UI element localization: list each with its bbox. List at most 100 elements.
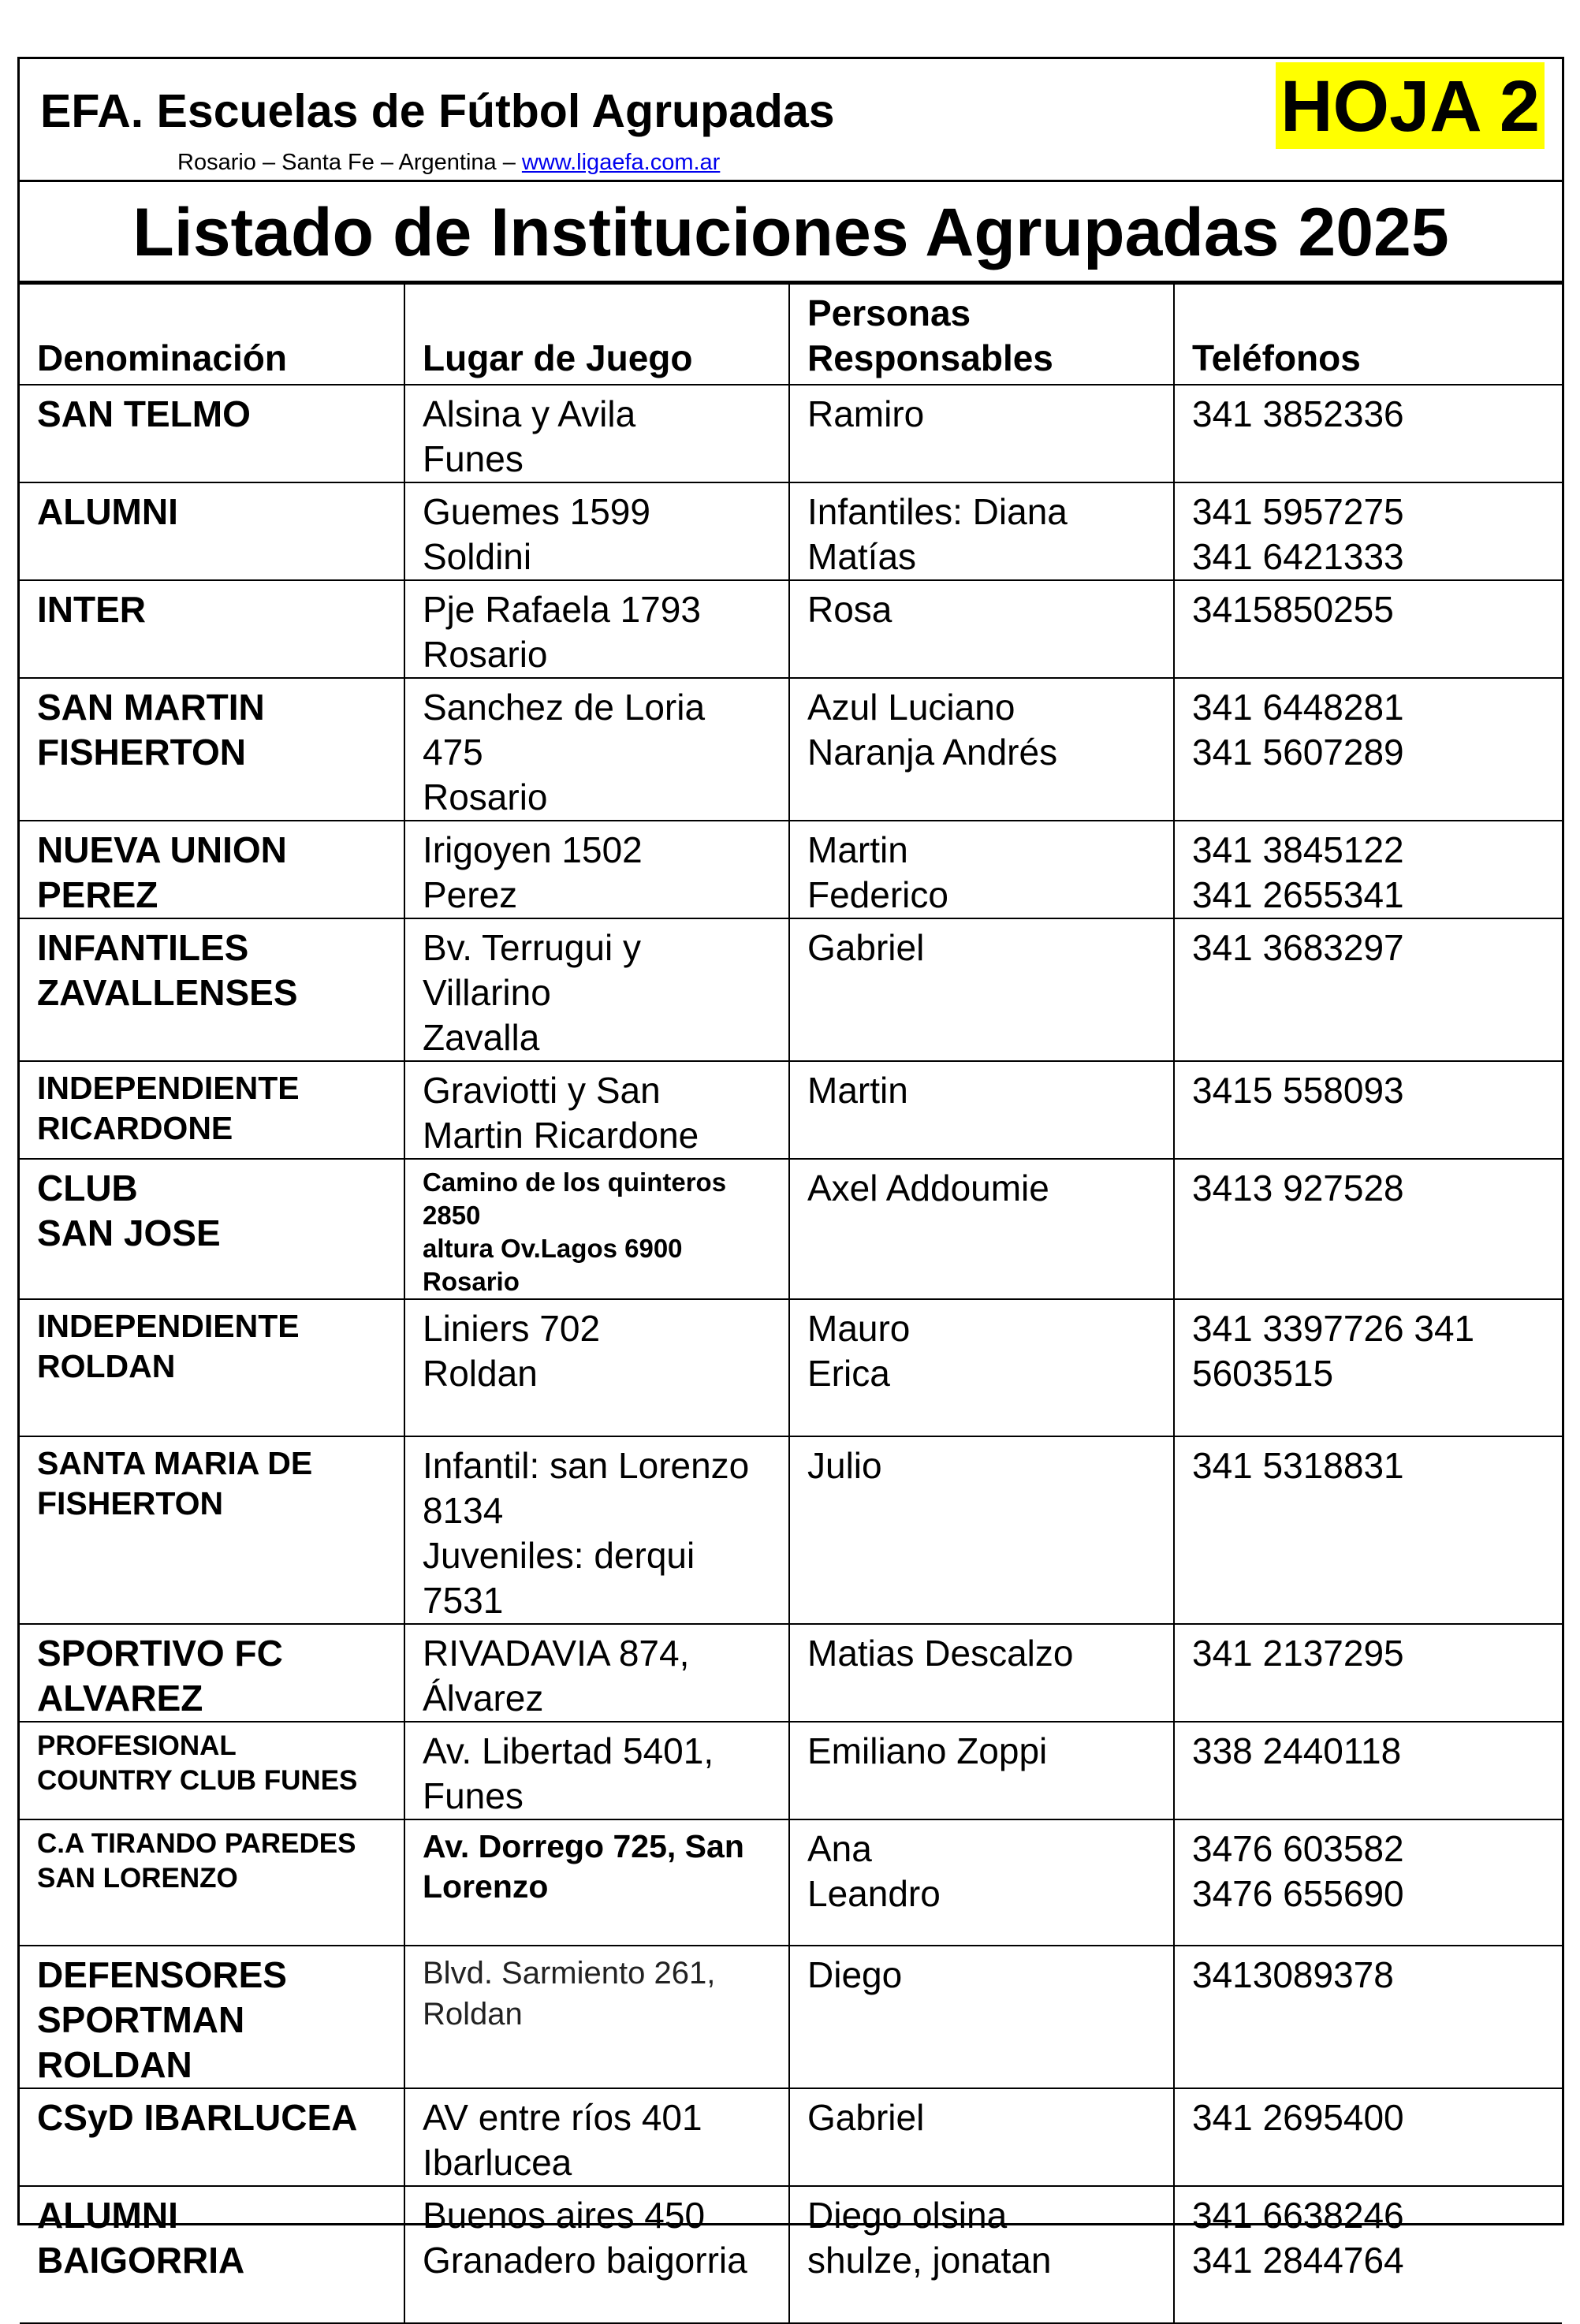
phones-line: 3415 558093 bbox=[1192, 1070, 1404, 1111]
phones-line: 3476 603582 bbox=[1192, 1828, 1404, 1869]
phones-line: 338 2440118 bbox=[1192, 1730, 1402, 1771]
cell-name: INDEPENDIENTE ROLDAN bbox=[20, 1298, 405, 1437]
phones-line: 341 6638246 bbox=[1192, 2195, 1404, 2236]
phones-line: 341 2655341 bbox=[1192, 874, 1404, 915]
phones-line: 341 2844764 bbox=[1192, 2240, 1404, 2281]
place-line: Roldan bbox=[423, 1353, 538, 1394]
place-line: Perez bbox=[423, 874, 518, 915]
cell-contacts: Diego bbox=[788, 1945, 1175, 2089]
place-line: Rosario bbox=[423, 634, 548, 675]
contacts-line: Matias Descalzo bbox=[807, 1633, 1074, 1674]
place-line: Roldan bbox=[423, 1997, 523, 2032]
place-line: Granadero baigorria bbox=[423, 2240, 747, 2281]
cell-phones: 3413089378 bbox=[1173, 1945, 1562, 2089]
name-line: SAN TELMO bbox=[37, 393, 251, 434]
sheet-label-highlight: HOJA 2 bbox=[1276, 62, 1545, 149]
name-line: FISHERTON bbox=[37, 732, 246, 773]
website-link[interactable]: www.ligaefa.com.ar bbox=[521, 150, 721, 175]
name-line: CSyD IBARLUCEA bbox=[37, 2097, 358, 2138]
place-line: Alsina y Avila bbox=[423, 393, 636, 434]
name-line: INFANTILES bbox=[37, 927, 249, 968]
name-line: SAN JOSE bbox=[37, 1212, 221, 1253]
place-line: Infantil: san Lorenzo bbox=[423, 1445, 750, 1486]
contacts-line: Ramiro bbox=[807, 393, 925, 434]
name-line: COUNTRY CLUB FUNES bbox=[37, 1765, 358, 1796]
header-telefonos: Teléfonos bbox=[1173, 283, 1562, 385]
place-line: Camino de los quinteros bbox=[423, 1168, 727, 1197]
place-line: Bv. Terrugui y bbox=[423, 927, 641, 968]
cell-place: Blvd. Sarmiento 261, Roldan bbox=[404, 1945, 790, 2089]
place-line: altura Ov.Lagos 6900 bbox=[423, 1234, 683, 1263]
contacts-line: Infantiles: Diana bbox=[807, 491, 1068, 532]
contacts-line: Martin bbox=[807, 829, 908, 870]
contacts-line: Emiliano Zoppi bbox=[807, 1730, 1048, 1771]
name-line: DEFENSORES bbox=[37, 1954, 287, 1995]
place-line: Soldini bbox=[423, 536, 532, 577]
table-header-row: Denominación Lugar de Juego Personas Res… bbox=[20, 283, 1562, 385]
phones-line: 341 5318831 bbox=[1192, 1445, 1404, 1486]
cell-name: ALUMNI bbox=[20, 482, 405, 581]
name-line: CLUB bbox=[37, 1168, 138, 1209]
place-line: Blvd. Sarmiento 261, bbox=[423, 1956, 716, 1991]
cell-contacts: Rosa bbox=[788, 579, 1175, 679]
place-line: Irigoyen 1502 bbox=[423, 829, 643, 870]
phones-line: 3413089378 bbox=[1192, 1954, 1394, 1995]
place-line: 2850 bbox=[423, 1201, 481, 1230]
name-line: NUEVA UNION bbox=[37, 829, 287, 870]
cell-contacts: Axel Addoumie bbox=[788, 1158, 1175, 1300]
phones-line: 341 3397726 341 5603515 bbox=[1192, 1308, 1475, 1394]
name-line: ROLDAN bbox=[37, 1348, 176, 1384]
place-line: Buenos aires 450 bbox=[423, 2195, 706, 2236]
contacts-line: Leandro bbox=[807, 1873, 941, 1914]
name-line: SPORTMAN bbox=[37, 1999, 245, 2040]
cell-phones: 3415 558093 bbox=[1173, 1060, 1562, 1160]
name-line: INDEPENDIENTE bbox=[37, 1308, 300, 1344]
cell-place: RIVADAVIA 874,Álvarez bbox=[404, 1623, 790, 1723]
phones-line: 341 3852336 bbox=[1192, 393, 1404, 434]
cell-phones: 341 5318831 bbox=[1173, 1436, 1562, 1625]
cell-contacts: Martin bbox=[788, 1060, 1175, 1160]
phones-line: 3476 655690 bbox=[1192, 1873, 1404, 1914]
phones-line: 341 3845122 bbox=[1192, 829, 1404, 870]
place-line: Sanchez de Loria bbox=[423, 687, 706, 728]
cell-phones: 338 2440118 bbox=[1173, 1721, 1562, 1820]
phones-line: 341 3683297 bbox=[1192, 927, 1404, 968]
place-line: Funes bbox=[423, 1775, 524, 1816]
name-line: FISHERTON bbox=[37, 1485, 224, 1521]
name-line: SAN LORENZO bbox=[37, 1863, 238, 1894]
institutions-table: Denominación Lugar de Juego Personas Res… bbox=[20, 283, 1562, 2324]
name-line: ROLDAN bbox=[37, 2044, 192, 2085]
place-line: Av. Libertad 5401, bbox=[423, 1730, 714, 1771]
